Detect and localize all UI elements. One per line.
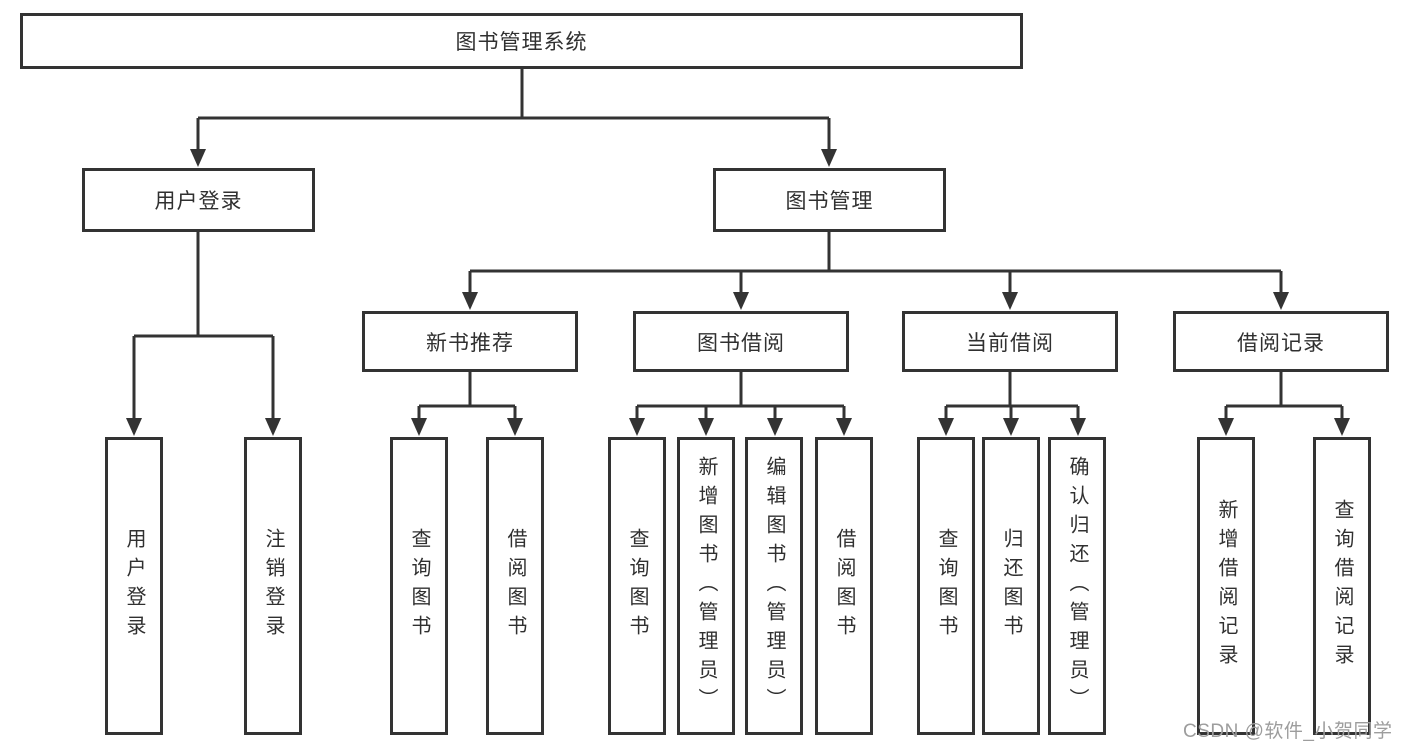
connector-book-borrowing-branch (629, 372, 852, 436)
connector-new-book-recommendation-branch (411, 372, 523, 436)
connector-current-borrowing-branch (938, 372, 1086, 436)
node-book-borrowing: 图书借阅 (633, 311, 849, 372)
leaf-confirm-return-admin: 确认归还（管理员） (1048, 437, 1106, 735)
leaf-query-books-recommend: 查询图书 (390, 437, 448, 735)
leaf-query-books-current: 查询图书 (917, 437, 975, 735)
leaf-logout: 注销登录 (244, 437, 302, 735)
leaf-add-book-admin: 新增图书（管理员） (677, 437, 735, 735)
leaf-add-borrow-record: 新增借阅记录 (1197, 437, 1255, 735)
node-system-root: 图书管理系统 (20, 13, 1023, 69)
node-new-book-recommendation: 新书推荐 (362, 311, 578, 372)
connector-book-management-branch (462, 232, 1289, 310)
leaf-query-books-borrowing: 查询图书 (608, 437, 666, 735)
node-borrowing-records: 借阅记录 (1173, 311, 1389, 372)
leaf-borrow-books-borrowing: 借阅图书 (815, 437, 873, 735)
node-user-login: 用户登录 (82, 168, 315, 232)
connector-borrowing-records-branch (1218, 372, 1350, 436)
leaf-query-borrow-record: 查询借阅记录 (1313, 437, 1371, 735)
leaf-return-book: 归还图书 (982, 437, 1040, 735)
node-current-borrowing: 当前借阅 (902, 311, 1118, 372)
node-book-management: 图书管理 (713, 168, 946, 232)
leaf-borrow-books-recommend: 借阅图书 (486, 437, 544, 735)
connector-user-login-branch (126, 232, 281, 436)
leaf-user-login: 用户登录 (105, 437, 163, 735)
watermark-text: CSDN @软件_小贺同学 (1183, 721, 1393, 742)
leaf-edit-book-admin: 编辑图书（管理员） (745, 437, 803, 735)
connector-root-to-level2 (190, 69, 837, 167)
